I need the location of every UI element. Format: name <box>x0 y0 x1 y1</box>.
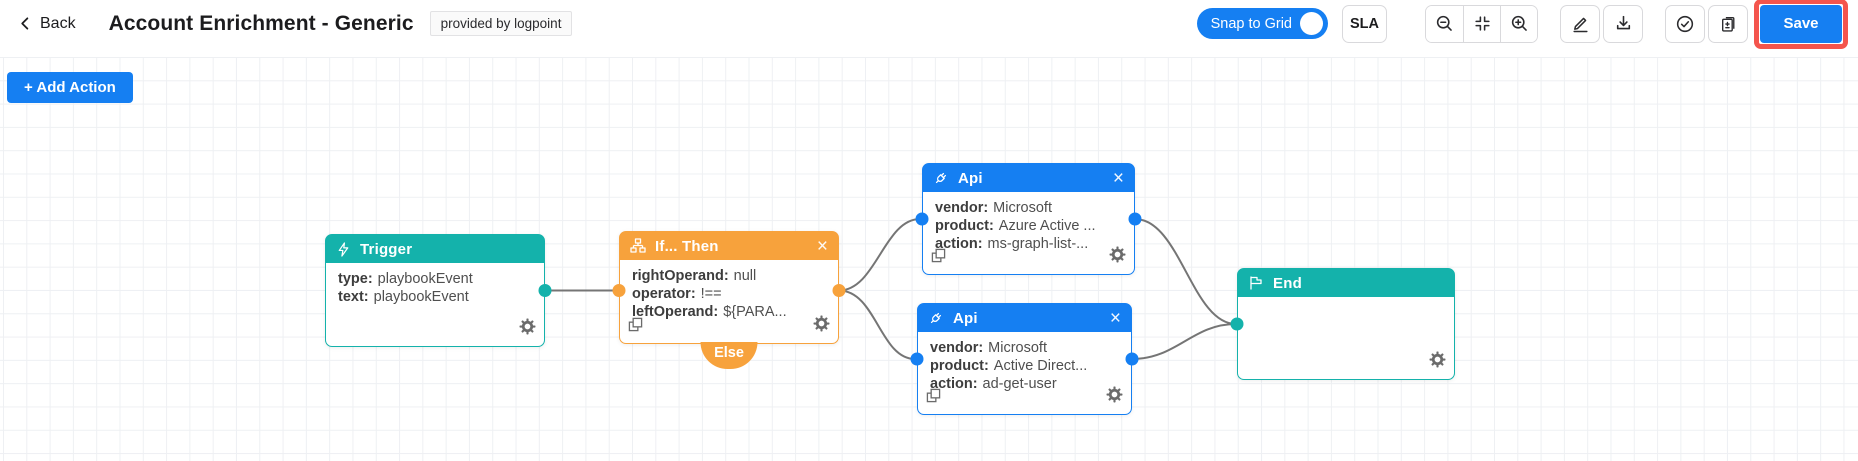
add-action-button[interactable]: + Add Action <box>7 72 133 103</box>
port-ifthen-in[interactable] <box>612 284 626 297</box>
back-label: Back <box>40 14 76 32</box>
node-api-ad[interactable]: Api × vendor:Microsoft product:Active Di… <box>917 303 1132 415</box>
close-icon[interactable]: × <box>1112 167 1124 189</box>
document-diff-icon <box>1721 17 1734 32</box>
gear-icon[interactable] <box>1429 351 1446 373</box>
provided-by-badge: provided by logpoint <box>429 11 573 36</box>
duplicate-icon[interactable] <box>628 317 643 337</box>
sitemap-icon <box>630 238 646 253</box>
node-field: type:playbookEvent <box>338 271 473 287</box>
gear-icon[interactable] <box>519 318 536 340</box>
port-end-in[interactable] <box>1230 317 1244 331</box>
close-icon[interactable]: × <box>1109 307 1121 329</box>
top-toolbar: Back Account Enrichment - Generic provid… <box>0 0 1858 49</box>
node-end[interactable]: End <box>1237 268 1455 380</box>
node-field: leftOperand:${PARA... <box>632 304 787 320</box>
else-branch-port[interactable]: Else <box>700 342 758 369</box>
node-field: product:Azure Active ... <box>935 218 1096 234</box>
node-api-azure[interactable]: Api × vendor:Microsoft product:Azure Act… <box>922 163 1135 275</box>
edge-api-azure-to-end <box>1134 218 1237 325</box>
fit-view-icon <box>1474 16 1490 31</box>
node-trigger-header: Trigger <box>326 235 544 263</box>
check-circle-icon <box>1676 15 1694 32</box>
plug-icon <box>930 312 942 324</box>
node-field: text:playbookEvent <box>338 289 469 305</box>
toggle-knob <box>1300 12 1323 35</box>
node-api-header: Api × <box>918 304 1131 332</box>
node-trigger-body: type:playbookEvent text:playbookEvent <box>326 263 544 346</box>
chevron-left-icon <box>21 17 29 30</box>
port-trigger-out[interactable] <box>538 284 552 297</box>
node-if-then[interactable]: If... Then × rightOperand:null operator:… <box>619 231 839 369</box>
node-api-header: Api × <box>923 164 1134 192</box>
node-title: Api <box>958 169 983 187</box>
toolbar-actions: Snap to Grid SLA <box>1196 0 1848 49</box>
node-api-body: vendor:Microsoft product:Active Direct..… <box>918 332 1131 414</box>
node-field: action:ad-get-user <box>930 376 1057 392</box>
node-title: Api <box>953 309 978 327</box>
port-api-azure-out[interactable] <box>1128 212 1142 226</box>
plug-icon <box>935 172 947 184</box>
sla-button[interactable]: SLA <box>1342 4 1387 43</box>
node-field: vendor:Microsoft <box>930 340 1047 356</box>
back-button[interactable]: Back <box>18 15 76 33</box>
zoom-in-button[interactable] <box>1500 5 1537 42</box>
node-title: Trigger <box>360 240 413 258</box>
sla-label: SLA <box>1350 15 1379 32</box>
validate-button[interactable] <box>1665 4 1705 43</box>
pencil-icon <box>1572 17 1588 33</box>
zoom-out-icon <box>1436 15 1452 31</box>
notes-button[interactable] <box>1708 4 1748 43</box>
port-ifthen-out[interactable] <box>832 284 846 297</box>
gear-icon[interactable] <box>1106 386 1123 408</box>
edge-ifthen-to-api-ad <box>838 289 916 360</box>
node-field: rightOperand:null <box>632 268 757 284</box>
save-highlight-annotation: Save <box>1754 0 1848 49</box>
zoom-controls <box>1425 4 1538 43</box>
node-field: operator:!== <box>632 286 722 302</box>
playbook-canvas[interactable]: + Add Action Trigger type:playbookEvent … <box>0 57 1858 461</box>
node-if-then-header: If... Then × <box>620 232 838 260</box>
lightning-icon <box>338 241 349 257</box>
flag-icon <box>1250 276 1262 290</box>
edit-button[interactable] <box>1560 4 1600 43</box>
duplicate-icon[interactable] <box>931 248 946 268</box>
edge-ifthen-to-api-azure <box>838 218 921 292</box>
node-field: action:ms-graph-list-... <box>935 236 1089 252</box>
port-api-azure-in[interactable] <box>915 212 929 226</box>
close-icon[interactable]: × <box>816 235 828 257</box>
edge-api-ad-to-end <box>1131 323 1237 360</box>
zoom-out-button[interactable] <box>1426 5 1463 42</box>
save-button[interactable]: Save <box>1760 4 1842 43</box>
node-field: vendor:Microsoft <box>935 200 1052 216</box>
snap-to-grid-label: Snap to Grid <box>1210 15 1292 32</box>
download-icon <box>1616 15 1630 30</box>
fit-view-button[interactable] <box>1463 5 1500 42</box>
node-trigger[interactable]: Trigger type:playbookEvent text:playbook… <box>325 234 545 347</box>
node-title: If... Then <box>655 237 719 255</box>
node-title: End <box>1273 274 1302 292</box>
download-button[interactable] <box>1603 4 1643 43</box>
node-if-then-body: rightOperand:null operator:!== leftOpera… <box>620 260 838 343</box>
zoom-in-icon <box>1511 15 1527 31</box>
node-end-header: End <box>1238 269 1454 297</box>
node-api-body: vendor:Microsoft product:Azure Active ..… <box>923 192 1134 274</box>
port-api-ad-out[interactable] <box>1125 352 1139 366</box>
gear-icon[interactable] <box>1109 246 1126 268</box>
node-field: product:Active Direct... <box>930 358 1088 374</box>
page-title: Account Enrichment - Generic <box>108 11 414 35</box>
snap-to-grid-toggle[interactable]: Snap to Grid <box>1196 8 1328 39</box>
gear-icon[interactable] <box>813 315 830 337</box>
port-api-ad-in[interactable] <box>910 352 924 366</box>
node-end-body <box>1238 297 1454 379</box>
duplicate-icon[interactable] <box>926 388 941 408</box>
